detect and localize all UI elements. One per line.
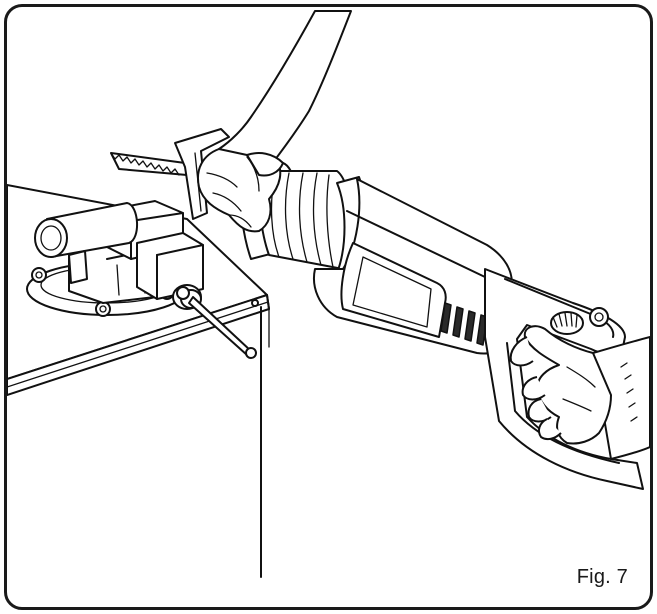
rear-hand xyxy=(509,325,650,460)
figure-frame: Fig. 7 xyxy=(4,4,653,610)
figure-label: Fig. 7 xyxy=(576,566,628,588)
bench-vise xyxy=(26,200,257,359)
reciprocating-saw-illustration xyxy=(7,10,650,578)
front-hand xyxy=(197,10,352,233)
saw-blade xyxy=(110,152,188,176)
